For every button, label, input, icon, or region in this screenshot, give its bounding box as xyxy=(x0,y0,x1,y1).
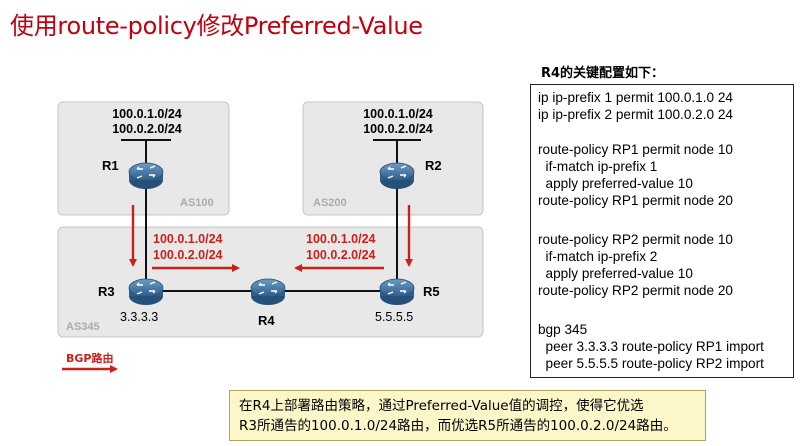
config-line: if-match ip-prefix 1 xyxy=(538,159,658,174)
adv-right-prefix-2: 100.0.2.0/24 xyxy=(306,248,376,262)
config-line: route-policy RP1 permit node 20 xyxy=(538,193,733,208)
as200-box xyxy=(302,101,484,216)
router-r5-icon[interactable] xyxy=(379,278,415,306)
config-line: apply preferred-value 10 xyxy=(538,176,693,191)
as345-label: AS345 xyxy=(66,321,100,333)
router-r4-icon[interactable] xyxy=(250,278,286,306)
router-r3-icon[interactable] xyxy=(128,278,164,306)
as100-label: AS100 xyxy=(180,197,214,209)
config-line: peer 3.3.3.3 route-policy RP1 import xyxy=(538,339,764,354)
router-r3-address: 3.3.3.3 xyxy=(120,310,158,324)
config-line: route-policy RP2 permit node 20 xyxy=(538,283,733,298)
as100-box xyxy=(57,101,230,216)
router-r1-icon[interactable] xyxy=(128,162,164,190)
as200-prefix-2: 100.0.2.0/24 xyxy=(363,122,433,136)
slide-title: 使用route-policy修改Preferred-Value xyxy=(10,12,423,40)
config-line: if-match ip-prefix 2 xyxy=(538,249,658,264)
note-line-1: 在R4上部署路由策略，通过Preferred-Value值的调控，使得它优选 xyxy=(239,398,644,414)
note-box: 在R4上部署路由策略，通过Preferred-Value值的调控，使得它优选 R… xyxy=(229,390,706,441)
router-r5-label: R5 xyxy=(423,284,440,299)
as200-label: AS200 xyxy=(313,197,347,209)
router-r1-label: R1 xyxy=(102,158,119,173)
config-line: ip ip-prefix 1 permit 100.0.1.0 24 xyxy=(538,90,733,105)
network-diagram: AS100 AS200 AS345 100.0.1.0/24 100.0.2.0… xyxy=(57,101,484,373)
legend-bgp-route-label: BGP路由 xyxy=(66,351,113,365)
adv-left-prefix-2: 100.0.2.0/24 xyxy=(153,248,223,262)
as200-prefix-1: 100.0.1.0/24 xyxy=(363,107,433,121)
config-line: apply preferred-value 10 xyxy=(538,266,693,281)
router-r2-label: R2 xyxy=(425,158,442,173)
config-box: ip ip-prefix 1 permit 100.0.1.0 24 ip ip… xyxy=(530,84,794,378)
config-heading: R4的关键配置如下： xyxy=(541,66,665,81)
config-line: ip ip-prefix 2 permit 100.0.2.0 24 xyxy=(538,107,733,122)
as100-prefix-2: 100.0.2.0/24 xyxy=(112,122,182,136)
router-r4-label: R4 xyxy=(258,313,275,328)
config-line: bgp 345 xyxy=(538,322,588,337)
adv-left-prefix-1: 100.0.1.0/24 xyxy=(153,232,223,246)
note-line-2: R3所通告的100.0.1.0/24路由，而优选R5所通告的100.0.2.0/… xyxy=(239,418,677,434)
router-r3-label: R3 xyxy=(98,284,115,299)
config-line: route-policy RP1 permit node 10 xyxy=(538,142,733,157)
config-line: route-policy RP2 permit node 10 xyxy=(538,232,733,247)
as100-prefix-1: 100.0.1.0/24 xyxy=(112,107,182,121)
adv-right-prefix-1: 100.0.1.0/24 xyxy=(306,232,376,246)
router-r5-address: 5.5.5.5 xyxy=(375,310,413,324)
router-r2-icon[interactable] xyxy=(379,162,415,190)
config-line: peer 5.5.5.5 route-policy RP2 import xyxy=(538,356,764,371)
